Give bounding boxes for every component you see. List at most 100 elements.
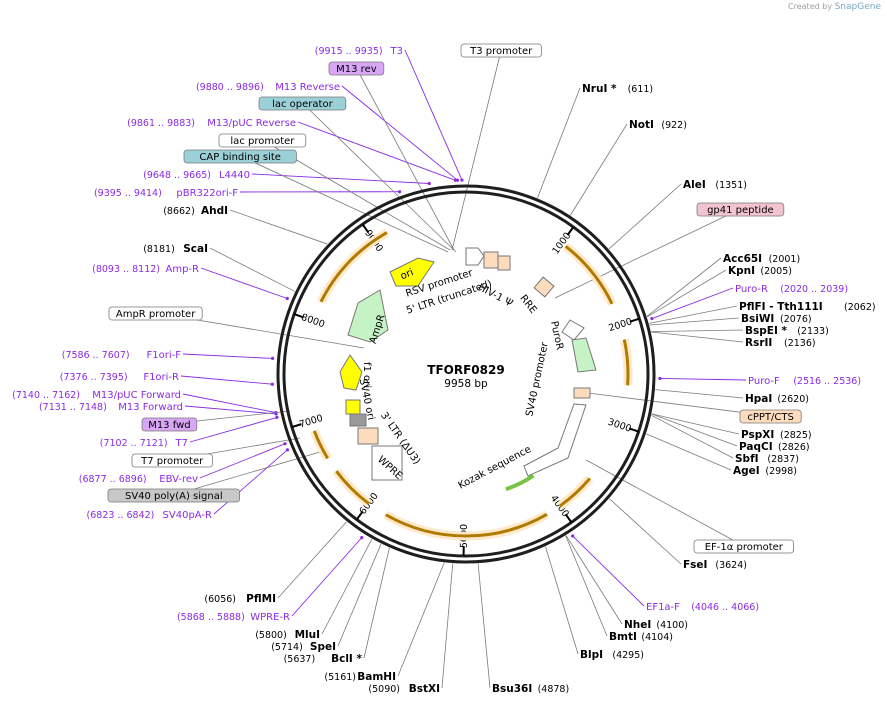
tick-mark [629, 317, 640, 323]
primer-leader [297, 121, 456, 181]
enzyme-position: (2001) [769, 254, 801, 265]
feature-label-box [696, 202, 785, 217]
enzyme-position: (8662) [163, 206, 195, 217]
enzyme-name: PaqCI [739, 441, 773, 453]
enzyme-position: (5800) [255, 630, 287, 641]
primer-site-marker [360, 536, 364, 540]
ltr-box [483, 251, 499, 269]
primer-leader [651, 287, 734, 319]
enzyme-leader [651, 414, 734, 459]
enzyme-name: BspEI * [745, 325, 788, 337]
primer-site-marker [650, 316, 654, 321]
enzyme-name: NheI [624, 619, 651, 631]
ori-arrow [389, 257, 435, 287]
enzyme-position: (2005) [760, 266, 792, 277]
enzyme-position: (1351) [715, 180, 747, 191]
enzyme-leader [570, 123, 628, 216]
primer-leader [199, 443, 286, 479]
enzyme-name: BmtI [609, 631, 637, 643]
primer-name: T3 [390, 46, 403, 57]
rre-box [533, 276, 555, 298]
primer-name: L4440 [219, 170, 250, 181]
ef1a-promoter-arrow [523, 403, 587, 477]
enzyme-leader [565, 535, 608, 637]
sv40-polya-box [349, 413, 367, 427]
primer-name: M13/pUC Forward [92, 390, 181, 401]
primer-range: (2516 .. 2536) [793, 376, 861, 387]
primer-range: (9861 .. 9883) [127, 118, 195, 129]
primer-range: (6877 .. 6896) [79, 474, 147, 485]
enzyme-name: NruI * [582, 83, 617, 95]
enzyme-position: (2133) [797, 326, 829, 337]
puror-arrow [571, 337, 597, 373]
primer-site-marker [283, 442, 287, 446]
primer-name: WPRE-R [250, 612, 290, 623]
enzyme-position: (2825) [780, 430, 812, 441]
enzyme-name: ScaI [183, 243, 208, 255]
feature-leader [173, 451, 321, 496]
inner-label: HIV-1 Ψ [476, 282, 515, 309]
primer-name: T7 [175, 438, 188, 449]
inner-label: SV40 promoter [524, 341, 551, 418]
f1-ori-arrow [339, 354, 363, 391]
enzyme-leader [441, 563, 454, 689]
primer-range: (7586 .. 7607) [62, 350, 130, 361]
primer-leader [189, 416, 278, 443]
enzyme-leader [646, 269, 727, 318]
primer-site-marker [427, 181, 431, 186]
wpre-box [371, 445, 403, 481]
enzyme-position: (2062) [844, 302, 876, 313]
primer-range: (8093 .. 8112) [92, 264, 160, 275]
feature-label: SV40 poly(A) signal [125, 491, 223, 502]
primer-range: (6823 .. 6842) [87, 510, 155, 521]
rsv-promoter-arrow [465, 247, 485, 266]
cds-arc [319, 231, 388, 303]
tick-label: 2000 [607, 316, 633, 334]
primer-range: (7102 .. 7121) [100, 438, 168, 449]
feature-label-box [460, 43, 542, 58]
enzyme-leader [277, 521, 347, 599]
feature-label: M13 rev [336, 64, 377, 75]
primer-site-marker [271, 356, 275, 361]
enzyme-leader [209, 247, 296, 292]
primer-name: M13 Reverse [275, 82, 340, 93]
primer-leader [182, 353, 273, 359]
tick-mark [361, 223, 370, 234]
tick-mark [355, 510, 364, 521]
tick-mark [628, 427, 639, 433]
primer-site-marker [397, 190, 402, 194]
enzyme-name: MluI [295, 629, 320, 641]
enzyme-leader [363, 547, 390, 659]
enzyme-leader [229, 209, 328, 245]
primer-range: (7376 .. 7395) [60, 372, 128, 383]
primer-range: (9395 .. 9414) [94, 188, 162, 199]
primer-name: pBR322ori-F [176, 188, 238, 199]
enzyme-name: KpnI [728, 265, 755, 277]
plasmid-size: 9958 bp [444, 378, 488, 390]
primer-name: M13/pUC Reverse [207, 118, 296, 129]
primer-leader [659, 378, 747, 381]
enzyme-leader [537, 87, 581, 199]
cppt-box [573, 387, 591, 399]
primer-range: (9880 .. 9896) [196, 82, 264, 93]
enzyme-leader [649, 317, 740, 326]
primer-leader [213, 449, 288, 515]
cds-arc [622, 339, 630, 386]
feature-label: gp41 peptide [707, 205, 774, 216]
primer-leader [341, 85, 458, 181]
primer-site-marker [658, 376, 662, 381]
primer-leader [200, 267, 288, 299]
enzyme-leader [477, 563, 491, 689]
inner-label: f1 ori [361, 362, 372, 388]
primer-name: SV40pA-R [163, 510, 212, 521]
primer-leader [182, 393, 276, 414]
enzyme-leader [397, 562, 445, 677]
primer-range: (2020 .. 2039) [780, 284, 848, 295]
enzyme-name: BstXI [409, 683, 440, 695]
inner-label: PuroR [548, 320, 565, 351]
feature-label: cPPT/CTS [747, 412, 793, 423]
enzyme-position: (922) [661, 120, 687, 131]
enzyme-position: (4878) [538, 684, 570, 695]
primer-name: Amp-R [166, 264, 200, 275]
